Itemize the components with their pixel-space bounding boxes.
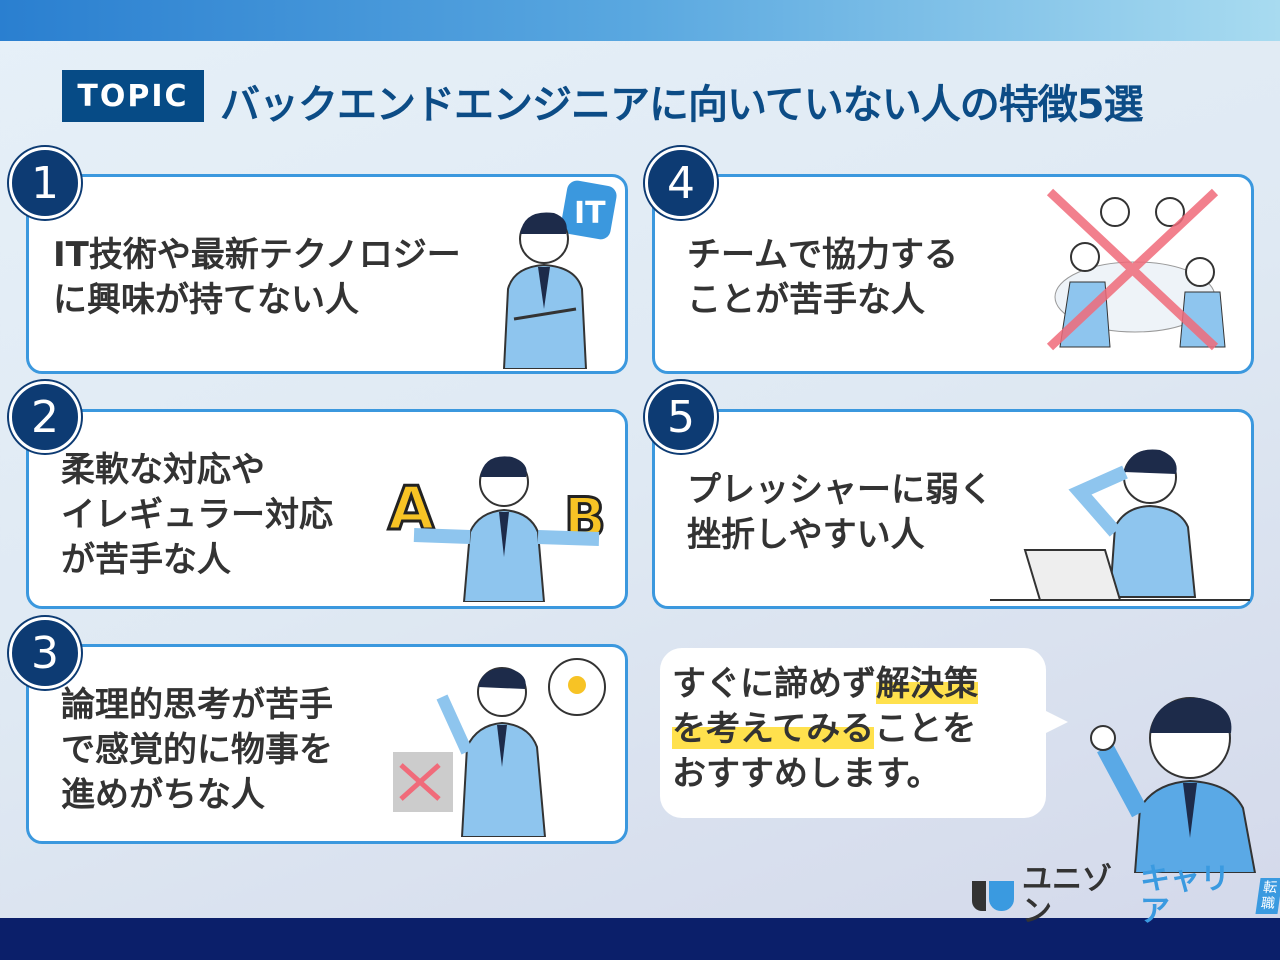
uninterested-person-icon: IT xyxy=(502,180,617,369)
card-1: IT技術や最新テクノロジー に興味が持てない人 IT xyxy=(26,174,628,374)
card-2: 柔軟な対応や イレギュラー対応 が苦手な人 A B xyxy=(26,409,628,609)
it-badge: IT xyxy=(574,196,606,231)
number-badge-5: 5 xyxy=(645,381,717,453)
logo-name-blue: キャリア xyxy=(1140,862,1230,929)
card-3-text: 論理的思考が苦手 で感覚的に物事を 進めがちな人 xyxy=(61,685,333,815)
page-title: バックエンドエンジニアに向いていない人の特徴5選 xyxy=(220,82,1144,128)
advisor-person-icon xyxy=(1090,697,1257,873)
team-meeting-crossed-icon xyxy=(1046,188,1226,351)
number-badge-4: 4 xyxy=(645,147,717,219)
logo-name-dark: ユニゾン xyxy=(1022,862,1112,929)
top-band xyxy=(0,0,1280,41)
card-5-text: プレッシャーに弱く 挫折しやすい人 xyxy=(687,470,993,555)
stressed-person-laptop-icon xyxy=(990,449,1250,601)
card-2-text: 柔軟な対応や イレギュラー対応 が苦手な人 xyxy=(61,450,333,580)
laptop-icon xyxy=(1023,549,1122,601)
number-badge-2: 2 xyxy=(9,381,81,453)
choice-a: A xyxy=(388,474,435,544)
logo-tag: 転職 xyxy=(1255,878,1280,914)
brand-logo: ユニゾンキャリア 転職 xyxy=(972,864,1280,928)
thinking-person-icon xyxy=(393,658,606,837)
topic-label: TOPIC xyxy=(62,70,204,122)
advice-text-1: すぐに諦めず xyxy=(672,664,876,704)
card-5: プレッシャーに弱く 挫折しやすい人 xyxy=(652,409,1254,609)
bottom-band xyxy=(0,918,1280,960)
advice-text-3: おすすめします。 xyxy=(672,754,941,794)
advice-text-2: ことを xyxy=(874,709,977,749)
logo-mark-icon xyxy=(972,881,1014,911)
card-1-text: IT技術や最新テクノロジー に興味が持てない人 xyxy=(53,235,461,320)
advice-speech-bubble: すぐに諦めず解決策 を考えてみることを おすすめします。 xyxy=(660,648,1068,818)
cross-mark-icon xyxy=(1046,188,1219,351)
advice-highlight-2: を考えてみる xyxy=(672,709,875,749)
card-3: 論理的思考が苦手 で感覚的に物事を 進めがちな人 xyxy=(26,644,628,844)
number-badge-3: 3 xyxy=(9,617,81,689)
card-4-text: チームで協力する ことが苦手な人 xyxy=(687,235,958,320)
confused-person-icon: A B xyxy=(387,456,607,602)
number-badge-1: 1 xyxy=(9,147,81,219)
card-4: チームで協力する ことが苦手な人 xyxy=(652,174,1254,374)
advice-highlight-1: 解決策 xyxy=(876,664,978,704)
